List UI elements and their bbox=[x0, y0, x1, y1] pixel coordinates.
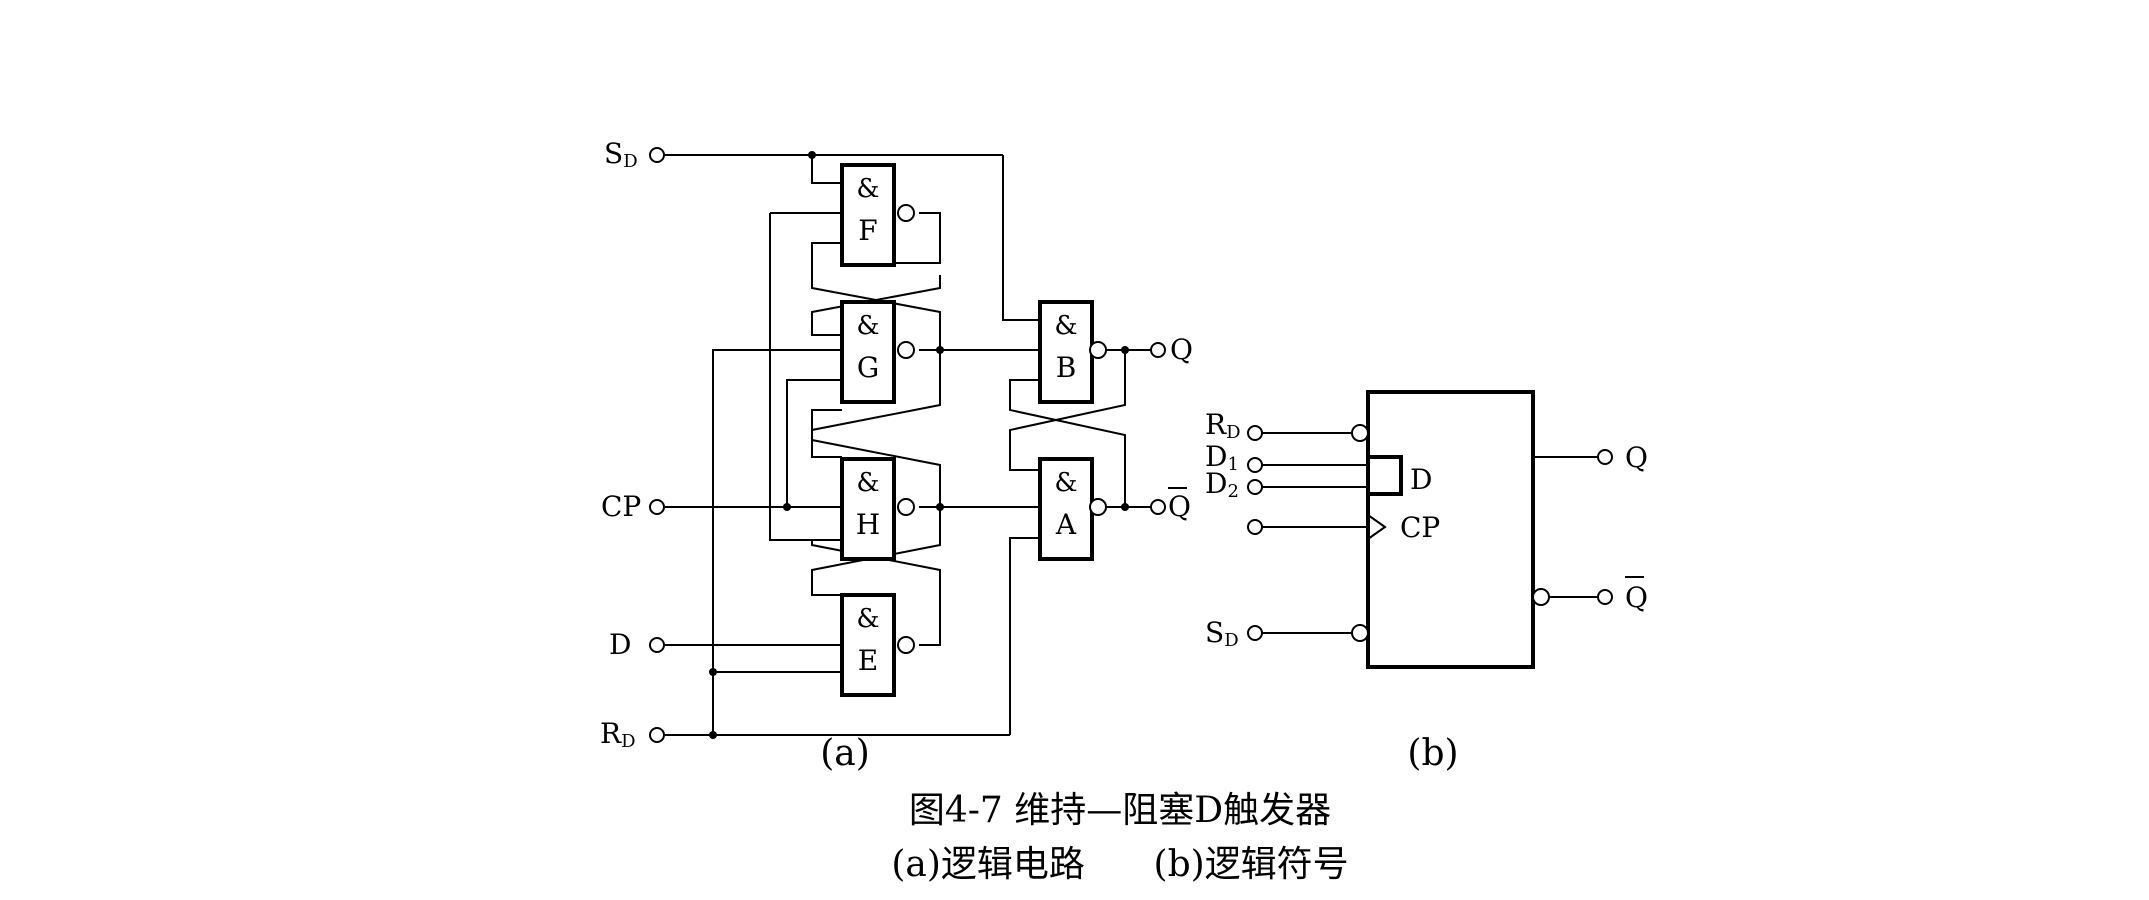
input-cp: CP bbox=[601, 490, 665, 523]
symbol-q-label: Q bbox=[1625, 441, 1648, 474]
gate-e-symbol: & bbox=[856, 604, 879, 634]
gate-f-symbol: & bbox=[856, 174, 879, 204]
gate-e-label: E bbox=[858, 644, 878, 677]
input-sd: SD bbox=[604, 137, 665, 172]
symbol-input-d2: D2 bbox=[1205, 467, 1368, 502]
gate-f: & F bbox=[840, 163, 915, 267]
gate-f-label: F bbox=[858, 214, 877, 247]
figure-a-logic-circuit: & F & G & H & E & B bbox=[600, 137, 1193, 774]
output-q: Q bbox=[1150, 333, 1193, 366]
gate-h: & H bbox=[840, 457, 915, 561]
symbol-output-q-bar: Q bbox=[1532, 576, 1648, 614]
gate-e: & E bbox=[840, 593, 915, 697]
clock-triangle bbox=[1367, 514, 1387, 540]
symbol-sd-label: SD bbox=[1205, 616, 1239, 651]
input-rd-label: RD bbox=[600, 717, 636, 752]
symbol-output-q: Q bbox=[1533, 441, 1648, 474]
figure-caption-subtitle: (a)逻辑电路 (b)逻辑符号 bbox=[891, 844, 1348, 885]
output-q-bar-label: Q bbox=[1168, 490, 1191, 523]
gate-g-label: G bbox=[857, 351, 879, 384]
input-d-label: D bbox=[609, 628, 631, 661]
gate-g-symbol: & bbox=[856, 311, 879, 341]
gate-b-label: B bbox=[1056, 351, 1077, 384]
input-d: D bbox=[609, 628, 665, 661]
symbol-q-bar-label: Q bbox=[1625, 581, 1648, 614]
figure-b-logic-symbol: D CP RD D1 D2 SD bbox=[1205, 390, 1648, 774]
figure-b-sublabel: (b) bbox=[1407, 733, 1458, 774]
gate-a-symbol: & bbox=[1054, 468, 1077, 498]
gate-b-symbol: & bbox=[1054, 311, 1077, 341]
gate-g: & G bbox=[840, 300, 915, 404]
d-input-group bbox=[1366, 455, 1403, 496]
symbol-d1-label: D1 bbox=[1205, 440, 1239, 475]
figure-caption-title: 图4-7 维持—阻塞D触发器 bbox=[909, 790, 1331, 831]
gate-a-label: A bbox=[1055, 508, 1077, 541]
figure-a-sublabel: (a) bbox=[820, 733, 870, 774]
symbol-rd-label: RD bbox=[1205, 408, 1241, 443]
gate-h-symbol: & bbox=[856, 468, 879, 498]
symbol-input-cp bbox=[1247, 519, 1368, 535]
output-q-label: Q bbox=[1170, 333, 1193, 366]
gate-h-label: H bbox=[856, 508, 880, 541]
symbol-input-sd: SD bbox=[1205, 616, 1369, 651]
symbol-input-rd: RD bbox=[1205, 408, 1369, 443]
symbol-input-d1: D1 bbox=[1205, 440, 1368, 475]
gate-a: & A bbox=[1038, 457, 1107, 561]
input-sd-label: SD bbox=[604, 137, 638, 172]
flip-flop-body bbox=[1366, 390, 1535, 669]
gate-b: & B bbox=[1038, 300, 1107, 404]
symbol-d2-label: D2 bbox=[1205, 467, 1239, 502]
inner-cp-label: CP bbox=[1400, 511, 1440, 544]
output-q-bar: Q bbox=[1150, 487, 1191, 523]
inner-d-label: D bbox=[1410, 463, 1432, 496]
input-rd: RD bbox=[600, 717, 665, 752]
input-cp-label: CP bbox=[601, 490, 641, 523]
junction-dots bbox=[709, 151, 1129, 739]
